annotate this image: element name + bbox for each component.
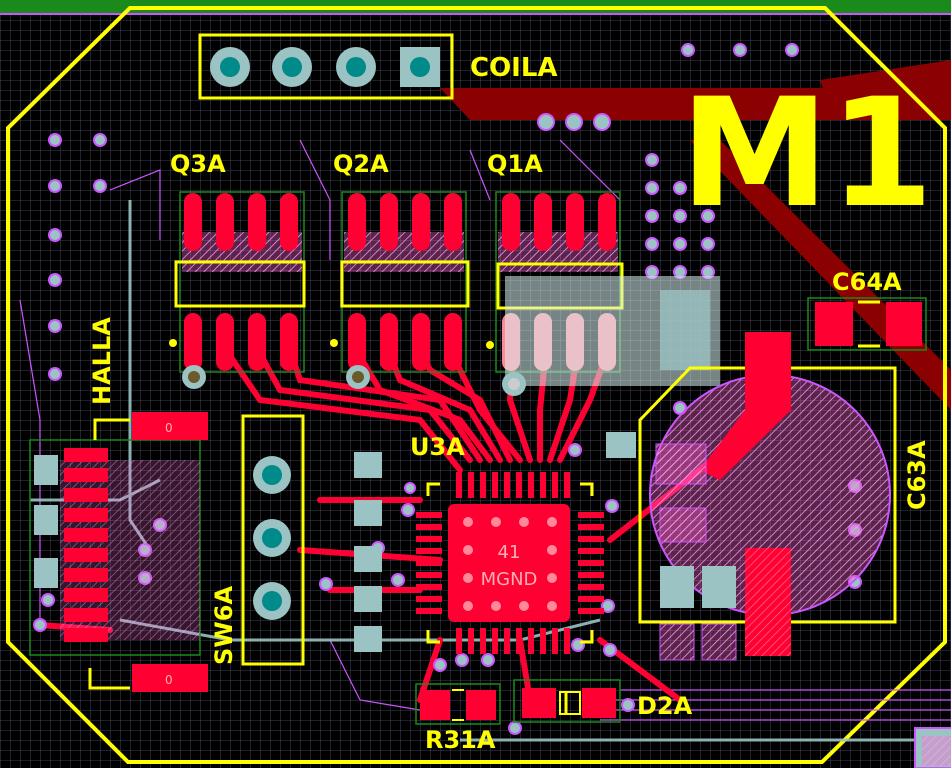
q1a-label: Q1A xyxy=(487,150,543,178)
board-outline xyxy=(6,6,947,764)
q2a-mosfet[interactable] xyxy=(330,191,470,389)
r31a-resistor[interactable] xyxy=(415,683,501,725)
r31a-label: R31A xyxy=(425,726,496,754)
m1-label: M1 xyxy=(680,67,934,241)
u3a-label: U3A xyxy=(410,433,465,461)
edge-connector[interactable] xyxy=(914,727,951,768)
sw6a-label: SW6A xyxy=(210,586,238,665)
q3a-label: Q3A xyxy=(170,150,226,178)
smd-passives-left[interactable] xyxy=(354,452,382,652)
d2a-diode[interactable] xyxy=(513,679,621,723)
halla-label: HALLA xyxy=(88,317,116,405)
coila-connector[interactable] xyxy=(198,33,454,100)
u3a-ic[interactable]: 41 MGND xyxy=(416,472,604,654)
u3a-pad-number: 41 xyxy=(498,542,521,563)
q3a-mosfet[interactable] xyxy=(169,191,306,389)
halla-connector[interactable]: 0 0 xyxy=(29,412,208,692)
c64a-capacitor[interactable] xyxy=(807,297,927,351)
q2a-label: Q2A xyxy=(333,150,389,178)
q1a-mosfet[interactable] xyxy=(486,191,720,396)
bottom-copper xyxy=(440,60,951,410)
halla-pad-top-label: 0 xyxy=(165,421,173,435)
c63a-capacitor[interactable] xyxy=(606,332,897,661)
halla-pad-bottom-label: 0 xyxy=(165,673,173,687)
d2a-label: D2A xyxy=(637,692,693,720)
outline-traces xyxy=(19,139,951,721)
u3a-pad-net: MGND xyxy=(481,569,538,590)
sw6a-switch[interactable] xyxy=(241,414,305,666)
c63a-label: C63A xyxy=(903,440,931,510)
coila-label: COILA xyxy=(470,53,558,83)
c64a-label: C64A xyxy=(832,268,902,296)
